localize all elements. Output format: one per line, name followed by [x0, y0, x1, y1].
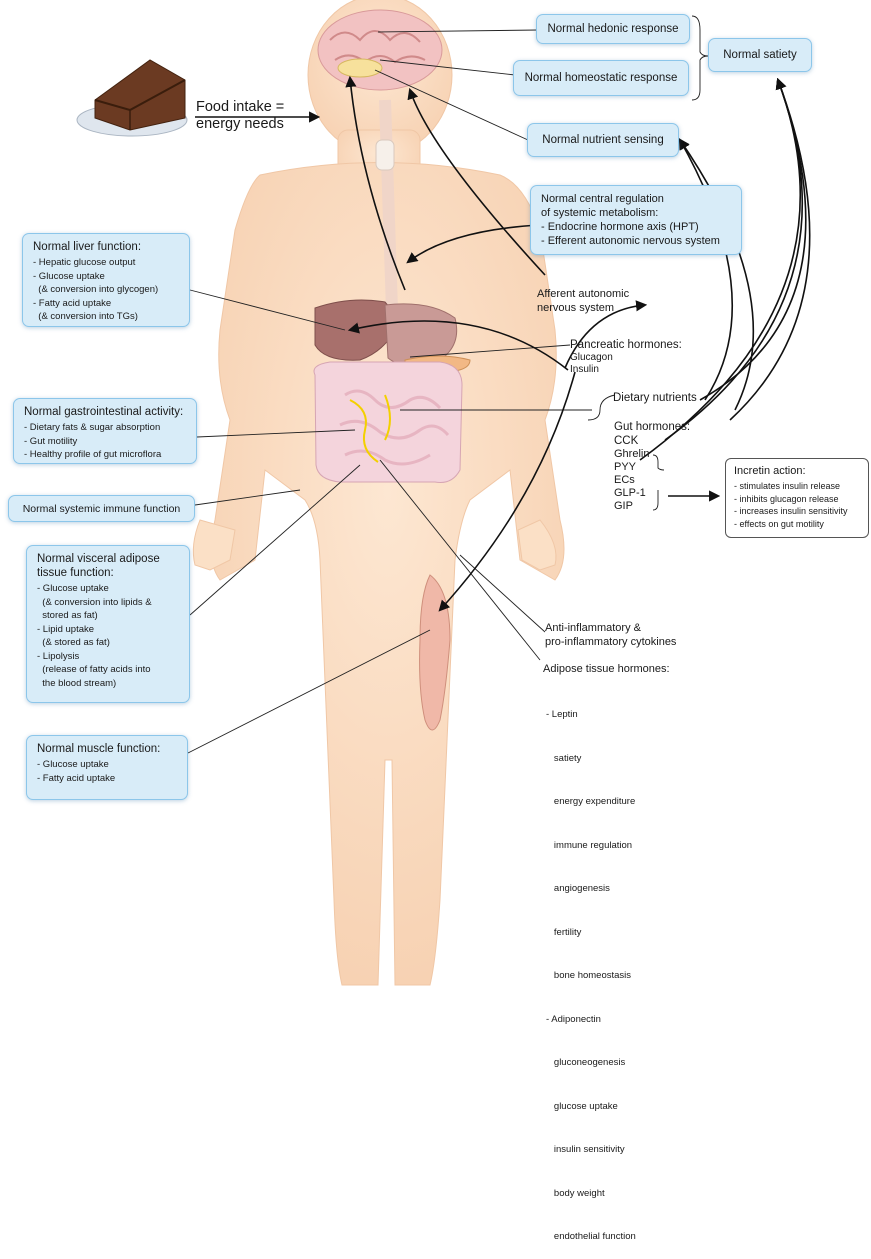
list-item: endothelial function — [546, 1230, 636, 1245]
list-item: - Gut motility — [24, 435, 186, 449]
pancreatic-insulin: Insulin — [570, 364, 682, 376]
list-item: (release of fatty acids into — [37, 663, 179, 677]
incretin-action-title: Incretin action: — [734, 464, 860, 478]
adipose-hormones-list: - Leptin satiety energy expenditure immu… — [546, 679, 636, 1259]
pancreatic-hormones-label: Pancreatic hormones: Glucagon Insulin — [570, 339, 682, 376]
gastrointestinal-list: - Dietary fats & sugar absorption - Gut … — [24, 421, 186, 462]
list-item: stored as fat) — [37, 609, 179, 623]
list-item: - stimulates insulin release — [734, 480, 860, 493]
adipose-hormones-title: Adipose tissue hormones: — [543, 663, 670, 676]
gut-hormones-title: Gut hormones: — [614, 420, 690, 434]
cake-icon — [77, 60, 187, 136]
list-item: gluconeogenesis — [546, 1056, 636, 1071]
list-item: - Lipolysis — [37, 650, 179, 664]
list-item: - increases insulin sensitivity — [734, 505, 860, 518]
list-item: body weight — [546, 1187, 636, 1202]
pancreatic-glucagon: Glucagon — [570, 352, 682, 364]
dietary-nutrients-label: Dietary nutrients — [613, 391, 697, 405]
gastrointestinal-box: Normal gastrointestinal activity: - Diet… — [13, 398, 197, 464]
immune-function-label: Normal systemic immune function — [23, 502, 181, 516]
list-item: - Glucose uptake — [33, 270, 179, 284]
cytokines-line2: pro-inflammatory cytokines — [545, 635, 676, 649]
cytokines-label: Anti-inflammatory & pro-inflammatory cyt… — [545, 621, 676, 649]
central-regulation-line-3: - Endocrine hormone axis (HPT) — [541, 220, 731, 234]
list-item: - Dietary fats & sugar absorption — [24, 421, 186, 435]
incretin-action-list: - stimulates insulin release - inhibits … — [734, 480, 860, 530]
list-item: - Fatty acid uptake — [37, 772, 177, 786]
gut-hormones-label: Gut hormones: CCK Ghrelin PYY ECs GLP-1 … — [614, 420, 690, 513]
nutrient-sensing-box: Normal nutrient sensing — [527, 123, 679, 157]
muscle-function-box: Normal muscle function: - Glucose uptake… — [26, 735, 188, 800]
satiety-box: Normal satiety — [708, 38, 812, 72]
gut-hormone-gip: GIP — [614, 500, 690, 513]
gut-hormone-ecs: ECs — [614, 474, 690, 487]
hedonic-response-label: Normal hedonic response — [547, 22, 678, 36]
afferent-line1: Afferent autonomic — [537, 287, 629, 301]
esophagus — [385, 100, 392, 310]
afferent-nervous-label: Afferent autonomic nervous system — [537, 287, 629, 315]
gut-hormone-cck: CCK — [614, 434, 690, 448]
gastrointestinal-title: Normal gastrointestinal activity: — [24, 405, 186, 419]
intestines-organ — [314, 362, 462, 483]
muscle-function-title: Normal muscle function: — [37, 742, 177, 756]
central-regulation-box: Normal central regulation of systemic me… — [530, 185, 742, 255]
central-regulation-line-2: of systemic metabolism: — [541, 206, 731, 220]
list-item: - Leptin — [546, 708, 636, 723]
list-item: - Glucose uptake — [37, 582, 179, 596]
list-item: - inhibits glucagon release — [734, 493, 860, 506]
list-item: (& conversion into lipids & — [37, 596, 179, 610]
list-item: - Hepatic glucose output — [33, 256, 179, 270]
list-item: insulin sensitivity — [546, 1143, 636, 1158]
liver-function-box: Normal liver function: - Hepatic glucose… — [22, 233, 190, 327]
food-intake-label: Food intake = energy needs — [196, 99, 284, 133]
gut-hormone-pyy: PYY — [614, 461, 690, 474]
list-item: - Adiponectin — [546, 1013, 636, 1028]
afferent-line2: nervous system — [537, 301, 629, 315]
list-item: bone homeostasis — [546, 969, 636, 984]
visceral-adipose-title-1: Normal visceral adipose — [37, 552, 179, 566]
list-item: angiogenesis — [546, 882, 636, 897]
food-intake-line1: Food intake = — [196, 99, 284, 116]
liver-function-title: Normal liver function: — [33, 240, 179, 254]
pancreatic-hormones-title: Pancreatic hormones: — [570, 339, 682, 352]
hedonic-response-box: Normal hedonic response — [536, 14, 690, 44]
central-regulation-line-1: Normal central regulation — [541, 192, 731, 206]
throat-organ — [376, 140, 394, 170]
homeostatic-response-box: Normal homeostatic response — [513, 60, 689, 96]
homeostatic-response-label: Normal homeostatic response — [525, 71, 678, 85]
nutrient-sensing-label: Normal nutrient sensing — [542, 133, 663, 147]
list-item: immune regulation — [546, 839, 636, 854]
incretin-action-box: Incretin action: - stimulates insulin re… — [725, 458, 869, 538]
brain-icon — [318, 10, 442, 90]
cytokines-line1: Anti-inflammatory & — [545, 621, 676, 635]
list-item: - Fatty acid uptake — [33, 297, 179, 311]
list-item: - Glucose uptake — [37, 758, 177, 772]
liver-function-list: - Hepatic glucose output - Glucose uptak… — [33, 256, 179, 324]
list-item: (& conversion into glycogen) — [33, 283, 179, 297]
list-item: satiety — [546, 752, 636, 767]
central-regulation-line-4: - Efferent autonomic nervous system — [541, 234, 731, 248]
list-item: - effects on gut motility — [734, 518, 860, 531]
immune-function-box: Normal systemic immune function — [8, 495, 195, 522]
list-item: the blood stream) — [37, 677, 179, 691]
list-item: fertility — [546, 926, 636, 941]
visceral-adipose-title-2: tissue function: — [37, 566, 179, 580]
list-item: (& conversion into TGs) — [33, 310, 179, 324]
visceral-adipose-box: Normal visceral adipose tissue function:… — [26, 545, 190, 703]
gut-hormone-ghrelin: Ghrelin — [614, 448, 690, 461]
food-intake-line2: energy needs — [196, 116, 284, 133]
list-item: - Healthy profile of gut microflora — [24, 448, 186, 462]
visceral-adipose-list: - Glucose uptake (& conversion into lipi… — [37, 582, 179, 690]
list-item: glucose uptake — [546, 1100, 636, 1115]
muscle-function-list: - Glucose uptake - Fatty acid uptake — [37, 758, 177, 785]
satiety-label: Normal satiety — [723, 48, 797, 62]
list-item: energy expenditure — [546, 795, 636, 810]
list-item: (& stored as fat) — [37, 636, 179, 650]
gut-hormone-glp1: GLP-1 — [614, 487, 690, 500]
list-item: - Lipid uptake — [37, 623, 179, 637]
